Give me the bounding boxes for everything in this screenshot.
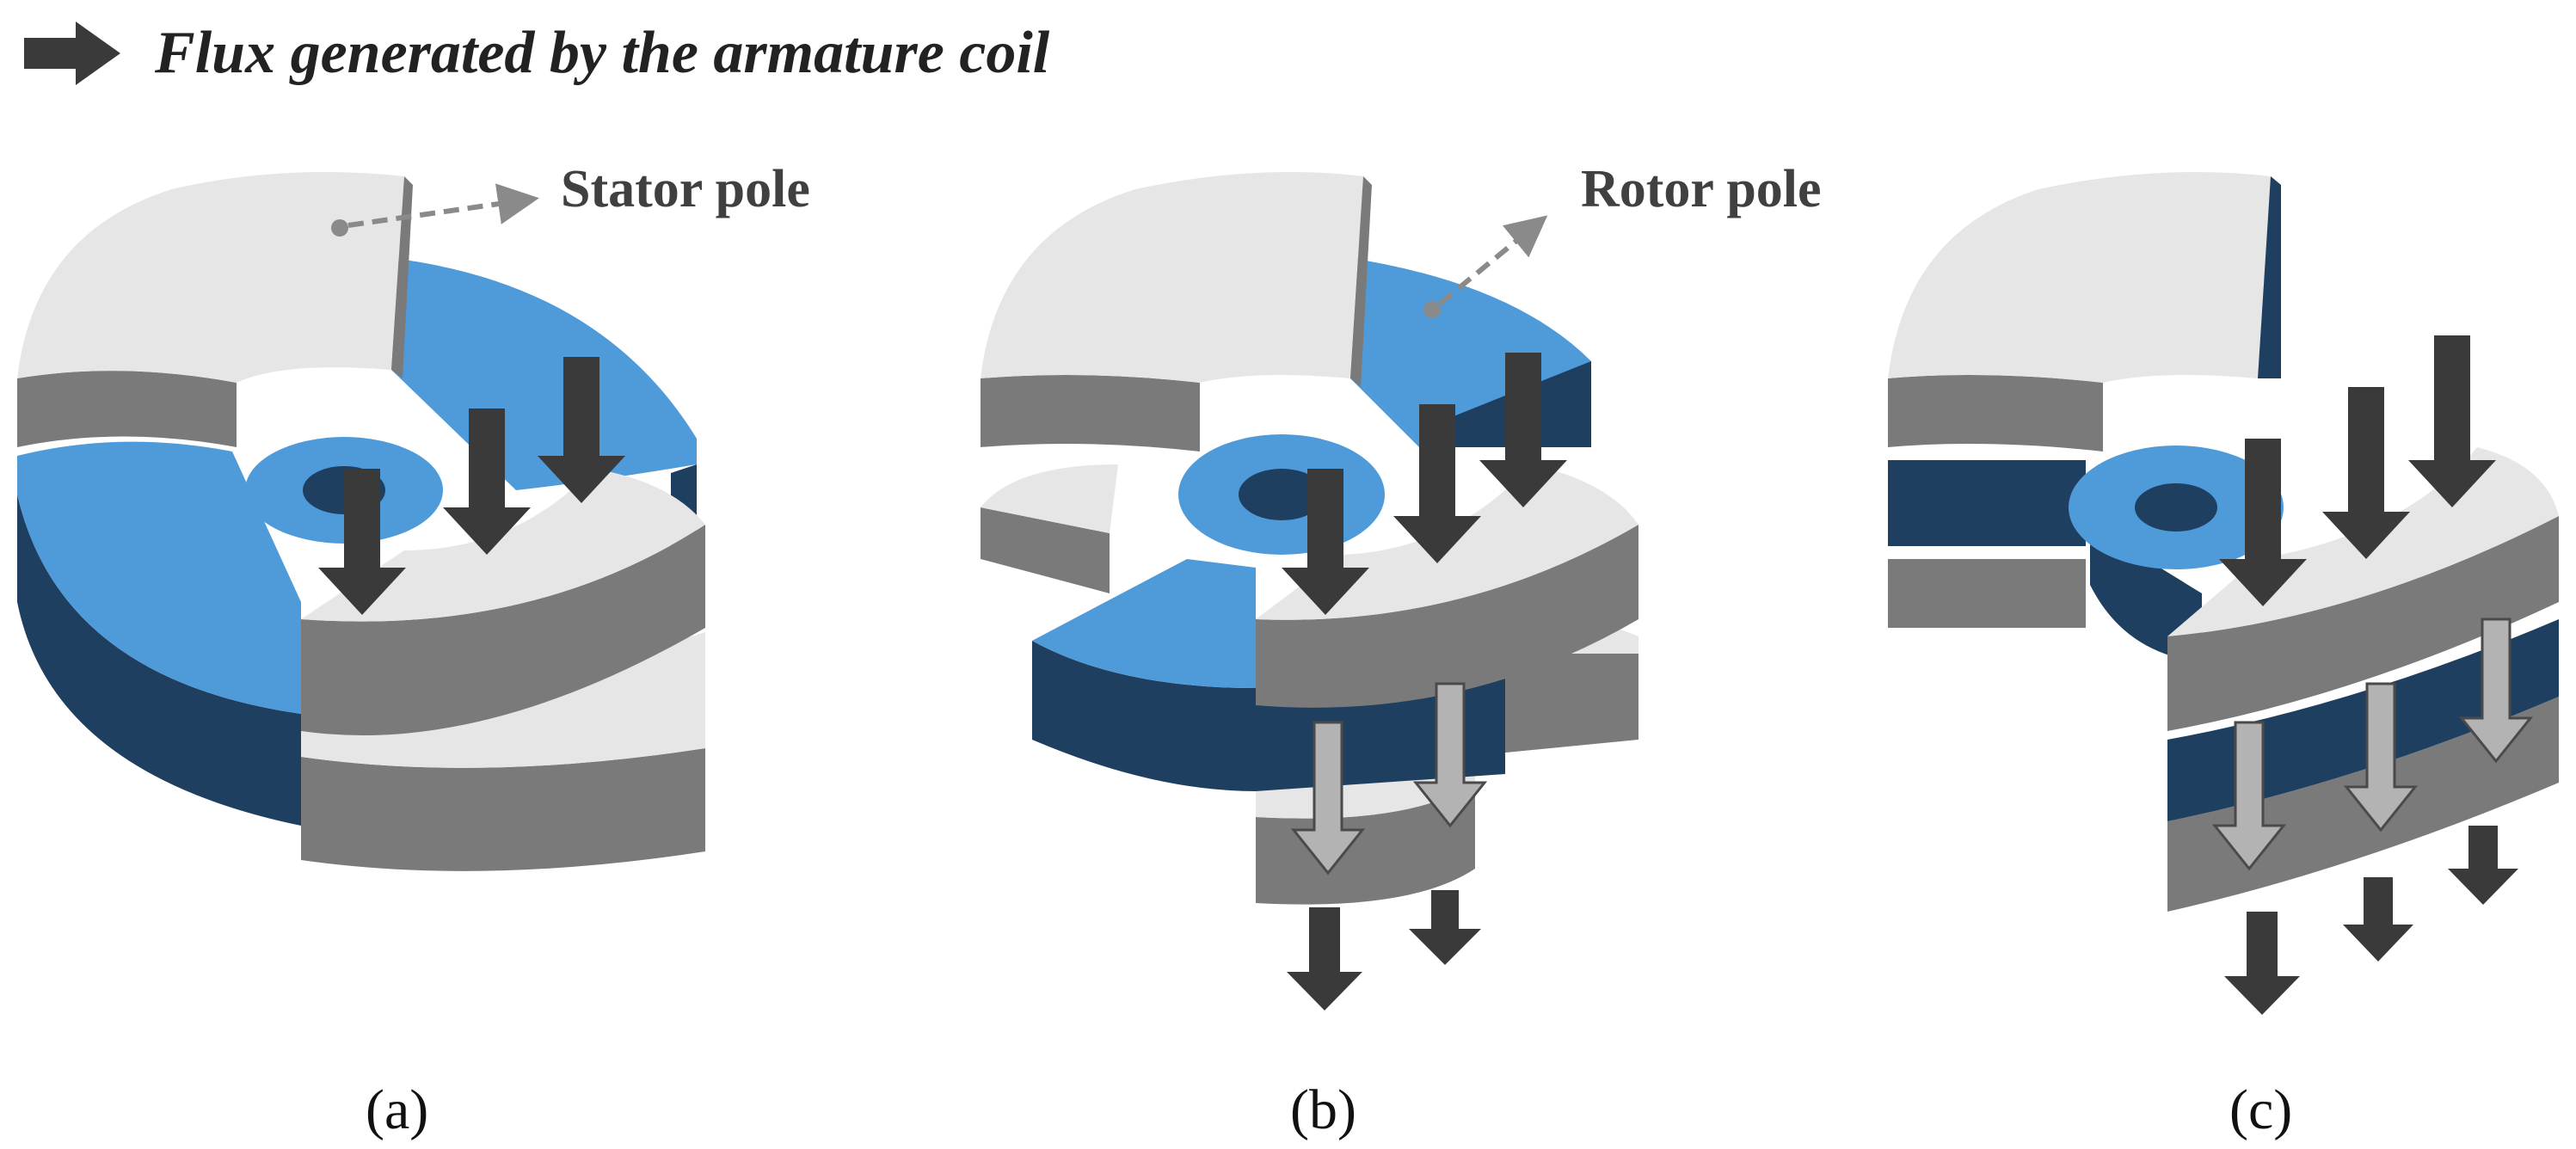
- dark-arrow-right-icon: [24, 22, 120, 85]
- armature-flux-arrows: [2219, 335, 2518, 1015]
- dark-arrow-down-icon: [1393, 404, 1481, 563]
- rotor-ring: [17, 258, 697, 826]
- dark-arrow-down-icon: [1287, 907, 1362, 1011]
- dark-arrow-down-icon: [2219, 439, 2307, 606]
- light-arrow-down-icon: [2343, 682, 2419, 833]
- dark-arrow-down-icon: [2448, 826, 2518, 905]
- secondary-flux-arrows: [2211, 618, 2534, 871]
- dark-arrow-down-icon: [538, 357, 625, 503]
- dark-arrow-down-icon: [1282, 469, 1369, 615]
- dark-arrow-down-icon: [2408, 335, 2496, 507]
- panel-a-caption: (a): [366, 1078, 428, 1141]
- panel-b: Rotor pole (b): [981, 160, 1822, 1141]
- stator-pole-upper: [1888, 172, 2281, 628]
- stator-pole-upper: [981, 172, 1372, 593]
- light-arrow-down-icon: [2211, 721, 2287, 871]
- dark-arrow-down-icon: [2322, 387, 2410, 559]
- panel-c: (c): [1888, 172, 2559, 1141]
- rotor-ring: [2069, 445, 2284, 662]
- dark-arrow-down-icon: [2224, 912, 2300, 1015]
- dark-arrow-down-icon: [318, 469, 406, 615]
- legend-label: Flux generated by the armature coil: [154, 20, 1050, 86]
- panel-c-caption: (c): [2229, 1078, 2292, 1141]
- panel-b-caption: (b): [1290, 1078, 1356, 1141]
- dark-arrow-down-icon: [1479, 353, 1567, 507]
- armature-flux-arrows: [318, 357, 625, 615]
- panel-a: Stator pole (a): [17, 160, 810, 1141]
- light-arrow-down-icon: [2458, 618, 2534, 764]
- dark-arrow-down-icon: [443, 409, 531, 555]
- rotor-pole-callout: Rotor pole: [1423, 160, 1822, 318]
- dark-arrow-down-icon: [1409, 890, 1481, 965]
- armature-flux-arrows: [1282, 353, 1567, 1011]
- rotor-pole-label: Rotor pole: [1581, 160, 1822, 218]
- stator-pole-label: Stator pole: [561, 160, 810, 218]
- stator-pole-callout: Stator pole: [331, 160, 810, 237]
- stator-pole-upper: [17, 172, 413, 447]
- light-arrow-down-icon: [1412, 682, 1488, 828]
- stator-pole-front: [301, 469, 705, 735]
- light-arrow-down-icon: [1290, 721, 1366, 876]
- legend: Flux generated by the armature coil: [24, 20, 1050, 86]
- secondary-flux-arrows: [1290, 682, 1488, 876]
- dark-arrow-down-icon: [2343, 877, 2413, 962]
